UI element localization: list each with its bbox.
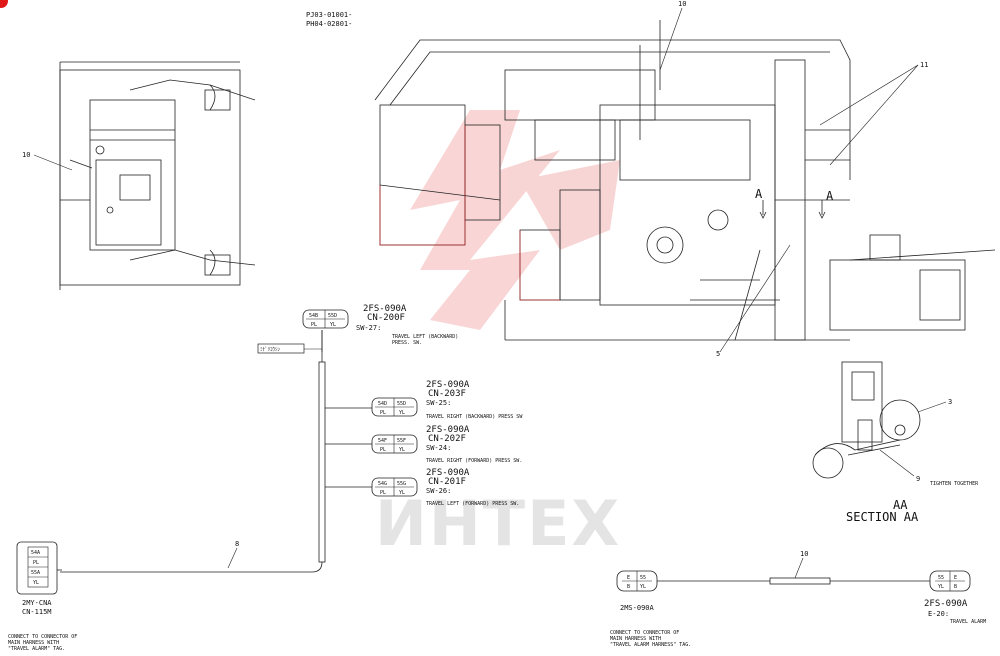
pin: 55G bbox=[397, 481, 406, 487]
alarm-left-part: 2MS-090A bbox=[620, 604, 655, 612]
switch-description: TRAVEL LEFT (FORWARD) PRESS SW. bbox=[426, 501, 519, 507]
wire-color: PL bbox=[380, 410, 386, 416]
callout-9: 9 bbox=[916, 475, 920, 483]
main-connector-note-3: "TRAVEL ALARM" TAG. bbox=[8, 646, 65, 652]
switch-description: TRAVEL RIGHT (BACKWARD) PRESS SW bbox=[426, 414, 523, 420]
wire-color: YL bbox=[399, 447, 405, 453]
section-aa-detail bbox=[812, 361, 921, 479]
connector-sw-27: 54B 55D PL YL bbox=[302, 309, 349, 329]
wire-color: PL bbox=[380, 490, 386, 496]
harness-8 bbox=[60, 330, 372, 573]
pin: 55 bbox=[640, 575, 646, 581]
pin: B bbox=[627, 584, 630, 590]
section-aa-title: SECTION AA bbox=[846, 510, 919, 524]
section-arrow-left: A bbox=[755, 187, 763, 201]
travel-alarm-harness: E 55 B YL 55 E YL B bbox=[616, 570, 971, 592]
wire-color: YL bbox=[938, 584, 944, 590]
pin: 55D bbox=[328, 313, 337, 319]
pin: 54B bbox=[309, 313, 318, 319]
wire-color: YL bbox=[330, 322, 336, 328]
pin: 55A bbox=[31, 570, 40, 576]
switch-code: SW-27: bbox=[356, 324, 381, 332]
pin: 55D bbox=[397, 401, 406, 407]
switch-code: SW-26: bbox=[426, 487, 451, 495]
corner-marker bbox=[0, 0, 8, 8]
wire-color: PL bbox=[311, 322, 317, 328]
switch-part-number: 2FS-090A bbox=[426, 380, 470, 390]
pin: 55 bbox=[938, 575, 944, 581]
callout-3: 3 bbox=[948, 398, 952, 406]
watermark-logo bbox=[410, 110, 620, 330]
section-aa-label: AA bbox=[893, 498, 908, 512]
callout-8: 8 bbox=[235, 540, 239, 548]
tighten-note: TIGHTEN TOGETHER bbox=[930, 481, 979, 487]
main-connector-note-1: CONNECT TO CONNECTOR OF bbox=[8, 634, 77, 640]
pin: 54F bbox=[378, 438, 387, 444]
callout-5: 5 bbox=[716, 350, 720, 358]
wire-color: PL bbox=[33, 560, 39, 566]
switch-description-2: PRESS. SW. bbox=[392, 340, 422, 346]
switch-connector-id: CN-203F bbox=[428, 389, 466, 399]
serial-number-1: PJ03-01001- bbox=[306, 11, 352, 19]
switch-code: SW-25: bbox=[426, 399, 451, 407]
wire-color: PL bbox=[380, 447, 386, 453]
callout-10-bottom: 10 bbox=[800, 550, 808, 558]
alarm-right-part: 2FS-090A bbox=[924, 599, 968, 609]
switch-part-number: 2FS-090A bbox=[363, 304, 407, 314]
tag-box bbox=[257, 343, 305, 354]
connector-sw-24: 54F 55F PL YL bbox=[371, 434, 418, 454]
callout-11: 11 bbox=[920, 61, 928, 69]
red-outline-hints bbox=[379, 125, 560, 301]
callout-10-left: 10 bbox=[22, 151, 30, 159]
alarm-note-2: MAIN HARNESS WITH bbox=[610, 636, 661, 642]
switch-connector-id: CN-202F bbox=[428, 434, 466, 444]
alarm-right-desc: TRAVEL ALARM bbox=[950, 619, 986, 625]
pin: 54D bbox=[378, 401, 387, 407]
connector-sw-26: 54G 55G PL YL bbox=[371, 477, 418, 497]
alarm-right-code: E-20: bbox=[928, 610, 949, 618]
section-arrow-right: A bbox=[826, 189, 834, 203]
tag-label: ﾐﾅﾞﾘｺｳｼﾝ bbox=[260, 346, 281, 353]
serial-number-2: PH04-02801- bbox=[306, 20, 352, 28]
switch-description: TRAVEL LEFT (BACKWARD) bbox=[392, 334, 458, 340]
main-connector-note-2: MAIN HARNESS WITH bbox=[8, 640, 59, 646]
pin: 54A bbox=[31, 550, 40, 556]
connector-sw-25: 54D 55D PL YL bbox=[371, 397, 418, 417]
main-connector: 54A PL 55A YL bbox=[16, 541, 62, 595]
switch-description: TRAVEL RIGHT (FORWARD) PRESS SW. bbox=[426, 458, 522, 464]
wire-color: YL bbox=[33, 580, 39, 586]
operator-cab-view bbox=[59, 61, 256, 290]
pin: B bbox=[954, 584, 957, 590]
pin: 54G bbox=[378, 481, 387, 487]
watermark-text: ИНТЕХ bbox=[375, 487, 621, 560]
wire-color: YL bbox=[399, 410, 405, 416]
switch-part-number: 2FS-090A bbox=[426, 468, 470, 478]
pin: E bbox=[627, 575, 630, 581]
switch-connector-id: CN-200F bbox=[367, 313, 405, 323]
switch-part-number: 2FS-090A bbox=[426, 425, 470, 435]
main-connector-id: CN-115M bbox=[22, 608, 52, 616]
switch-connector-id: CN-201F bbox=[428, 477, 466, 487]
main-connector-part: 2MY-CNA bbox=[22, 599, 52, 607]
pin: E bbox=[954, 575, 957, 581]
pin: 55F bbox=[397, 438, 406, 444]
alarm-note-3: "TRAVEL ALARM HARNESS" TAG. bbox=[610, 642, 691, 648]
callout-10-top: 10 bbox=[678, 0, 686, 8]
wire-color: YL bbox=[399, 490, 405, 496]
alarm-note-1: CONNECT TO CONNECTOR OF bbox=[610, 630, 679, 636]
wire-color: YL bbox=[640, 584, 646, 590]
switch-code: SW-24: bbox=[426, 444, 451, 452]
